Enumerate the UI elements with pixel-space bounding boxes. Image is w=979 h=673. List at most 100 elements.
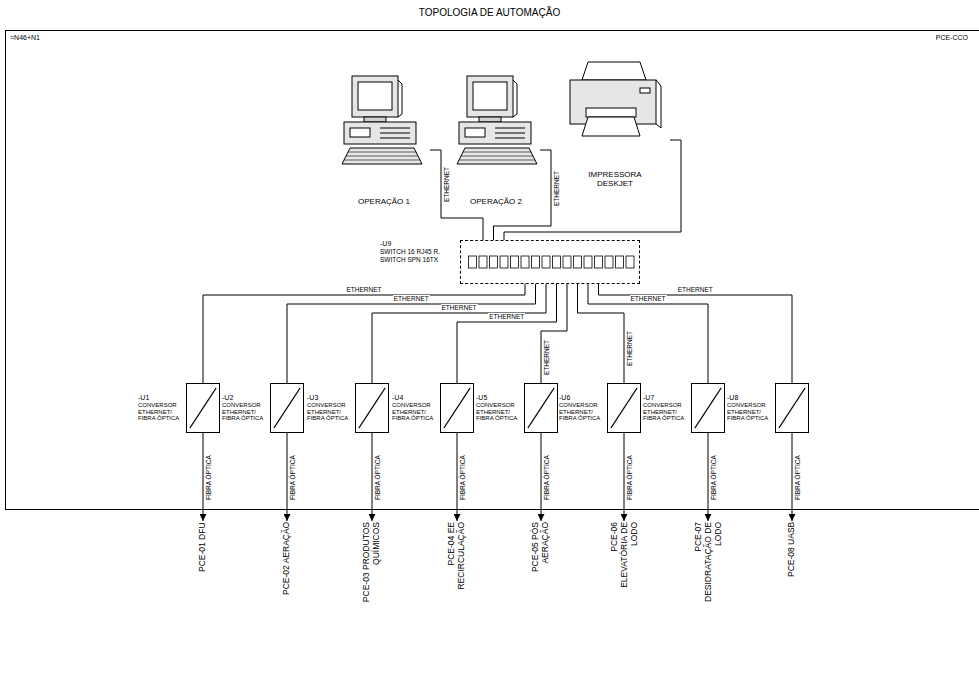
rj45-port [616,256,624,268]
rj45-port [542,256,550,268]
fiber-link [372,433,373,521]
field-panel: PCE-04 EE RECIRCULAÇÃO [447,522,467,604]
rj45-port [479,256,487,268]
node-label: PCE-04 EE RECIRCULAÇÃO [447,522,467,604]
switch-ports [469,256,635,268]
node-label: -U5 [476,394,520,402]
converter-diagonal [190,388,216,428]
node-label: -U2 [222,394,266,402]
converter-diagonal [695,388,721,428]
rj45-port [605,256,613,268]
field-panel: PCE-02 AERAÇÃO [282,522,292,595]
ethernet-cable [203,284,525,383]
converter-box [355,383,389,433]
media-converter: -U6CONVERSOR ETHERNET/ FIBRA ÓPTICA [559,383,641,433]
converter-symbol [187,384,219,432]
rj45-port [500,256,508,268]
edge-label: ETHERNET [488,313,525,320]
converter-symbol [356,384,388,432]
converter-box [775,383,809,433]
fiber-link [708,433,709,521]
ethernet-cable [430,150,483,240]
media-converter: -U2CONVERSOR ETHERNET/ FIBRA ÓPTICA [222,383,304,433]
node-label: PCE-CCO [936,34,968,42]
workstation: OPERAÇÃO 1 [338,68,430,208]
node-label: CONVERSOR ETHERNET/ FIBRA ÓPTICA [222,402,266,423]
fiber-link [287,433,288,521]
rj45-port [574,256,582,268]
edge-label: FIBRA ÓPTICA [205,454,212,501]
rj45-port [521,256,529,268]
rj45-port [626,256,634,268]
node-label: -U1 [138,394,182,402]
media-converter: -U1CONVERSOR ETHERNET/ FIBRA ÓPTICA [138,383,220,433]
field-panel: PCE-08 UASB [787,522,797,577]
converter-box [691,383,725,433]
ethernet-cable [457,284,557,383]
ethernet-cable [599,284,793,383]
rj45-port [584,256,592,268]
edge-label: FIBRA ÓPTICA [543,454,550,501]
rj45-port [511,256,519,268]
media-converter: -U4CONVERSOR ETHERNET/ FIBRA ÓPTICA [392,383,474,433]
node-label: -U7 [643,394,687,402]
printer-icon [570,62,661,136]
node-label: PCE-05 PÓS AERAÇÃO [531,522,551,604]
converter-box [440,383,474,433]
converter-diagonal [528,388,554,428]
fiber-link [457,433,458,521]
field-panel: PCE-05 PÓS AERAÇÃO [531,522,551,604]
converter-box [607,383,641,433]
node-label: -U8 [727,394,771,402]
edge-label: ETHERNET [626,329,633,366]
switch-housing [460,240,640,284]
diagram-title: TOPOLOGIA DE AUTOMAÇÃO [0,7,979,18]
converter-symbol [271,384,303,432]
fiber-link [792,433,793,521]
edge-label: FIBRA ÓPTICA [459,454,466,501]
node-label: CONVERSOR ETHERNET/ FIBRA ÓPTICA [307,402,351,423]
converter-symbol [525,384,557,432]
converter-box [270,383,304,433]
node-label: PCE-02 AERAÇÃO [282,522,292,595]
converter-diagonal [444,388,470,428]
edge-label: FIBRA ÓPTICA [289,454,296,501]
edge-label: ETHERNET [553,169,560,206]
rj45-port [490,256,498,268]
converter-box [524,383,558,433]
ethernet-cable [372,284,546,383]
converter-diagonal [359,388,385,428]
converter-symbol [776,384,808,432]
node-label: SWITCH 16 RJ45 R. SWITCH SPN 16TX [380,248,454,263]
converter-diagonal [611,388,637,428]
computer-icon [342,76,422,164]
network-switch: -U9SWITCH 16 RJ45 R. SWITCH SPN 16TX [380,240,640,284]
converter-diagonal [779,388,805,428]
edge-label: ETHERNET [346,286,383,293]
node-label: OPERAÇÃO 2 [470,197,522,206]
edge-label: ETHERNET [443,165,450,202]
converter-symbol [692,384,724,432]
computer-icon [457,76,537,164]
node-label: PCE-01 DFU [198,522,208,572]
media-converter: -U5CONVERSOR ETHERNET/ FIBRA ÓPTICA [476,383,558,433]
edge-label: ETHERNET [677,286,714,293]
media-converter: -U7CONVERSOR ETHERNET/ FIBRA ÓPTICA [643,383,725,433]
edge-label: FIBRA ÓPTICA [626,454,633,501]
converter-symbol [441,384,473,432]
node-label: IMPRESSORA DESKJET [582,170,648,188]
rj45-port [563,256,571,268]
ethernet-cable [494,150,552,240]
rj45-port [553,256,561,268]
node-label: CONVERSOR ETHERNET/ FIBRA ÓPTICA [727,402,771,423]
media-converter: -U3CONVERSOR ETHERNET/ FIBRA ÓPTICA [307,383,389,433]
node-label: OPERAÇÃO 1 [358,197,410,206]
converter-symbol [608,384,640,432]
ethernet-cable [541,284,567,383]
ethernet-cable [504,140,681,240]
ethernet-cable [588,284,708,383]
media-converter: -U8CONVERSOR ETHERNET/ FIBRA ÓPTICA [727,383,809,433]
node-label: -U3 [307,394,351,402]
node-label: PCE-06 ELEVATÓRIA DE LODO [610,522,639,604]
field-panel: PCE-01 DFU [198,522,208,572]
